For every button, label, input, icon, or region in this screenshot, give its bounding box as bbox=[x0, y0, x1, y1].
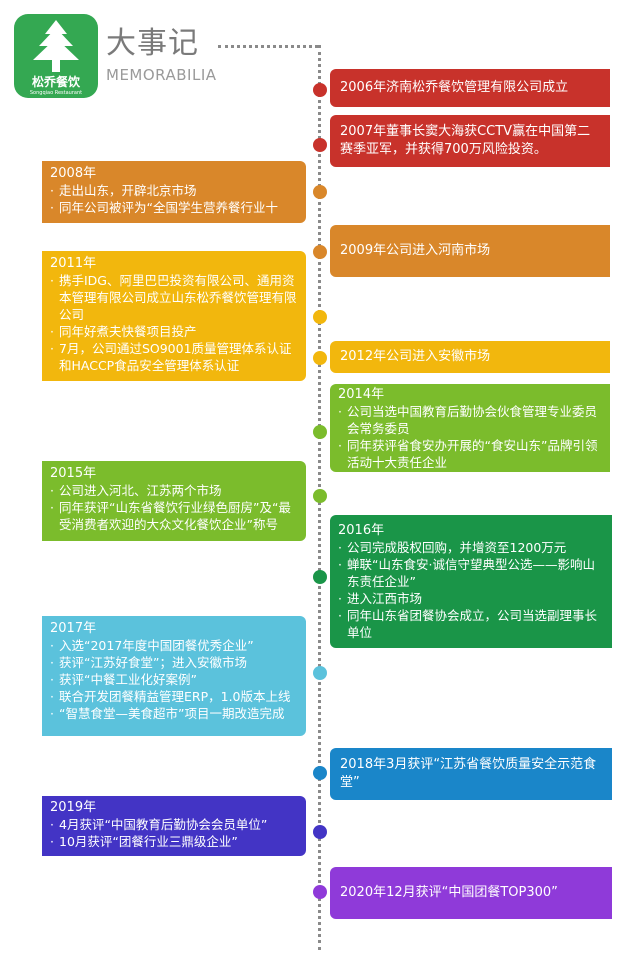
event-card-2020: 2020年12月获评“中国团餐TOP300” bbox=[330, 867, 612, 919]
timeline-dot-2011 bbox=[313, 310, 327, 324]
event-item: 同年获评省食安办开展的“食安山东”品牌引领活动十大责任企业 bbox=[338, 437, 602, 471]
event-card-2009: 2009年公司进入河南市场 bbox=[330, 225, 610, 277]
event-text: 2006年济南松乔餐饮管理有限公司成立 bbox=[340, 80, 569, 95]
event-item: 公司进入河北、江苏两个市场 bbox=[50, 482, 298, 499]
event-year: 2019年 bbox=[50, 800, 97, 815]
event-card-2015: 2015年 公司进入河北、江苏两个市场 同年获评“山东省餐饮行业绿色厨房”及“最… bbox=[42, 461, 306, 541]
timeline-dot-2017 bbox=[313, 666, 327, 680]
event-card-2018: 2018年3月获评“江苏省餐饮质量安全示范食堂” bbox=[330, 748, 612, 800]
event-item: 同年公司被评为“全国学生营养餐行业十 bbox=[50, 199, 298, 216]
event-text: 2012年公司进入安徽市场 bbox=[340, 349, 491, 364]
timeline-dot-2019 bbox=[313, 825, 327, 839]
event-text: 2009年公司进入河南市场 bbox=[340, 243, 491, 258]
event-item: 入选“2017年度中国团餐优秀企业” bbox=[50, 637, 298, 654]
event-item: “智慧食堂—美食超市”项目一期改造完成 bbox=[50, 705, 298, 722]
event-item: 联合开发团餐精益管理ERP，1.0版本上线 bbox=[50, 688, 298, 705]
event-item: 同年获评“山东省餐饮行业绿色厨房”及“最受消费者欢迎的大众文化餐饮企业”称号 bbox=[50, 499, 298, 533]
event-item: 携手IDG、阿里巴巴投资有限公司、通用资本管理有限公司成立山东松乔餐饮管理有限公… bbox=[50, 272, 298, 323]
event-item: 10月获评“团餐行业三鼎级企业” bbox=[50, 833, 298, 850]
event-item: 获评“江苏好食堂”；进入安徽市场 bbox=[50, 654, 298, 671]
event-item: 蝉联“山东食安·诚信守望典型公选——影响山东责任企业” bbox=[338, 556, 604, 590]
event-item: 4月获评“中国教育后勤协会会员单位” bbox=[50, 816, 298, 833]
event-item: 同年山东省团餐协会成立，公司当选副理事长单位 bbox=[338, 607, 604, 641]
event-year: 2016年 bbox=[338, 523, 385, 538]
company-logo: 松乔餐饮 Songqiao Restaurant bbox=[14, 14, 98, 98]
timeline-dot-2014 bbox=[313, 425, 327, 439]
event-card-2016: 2016年 公司完成股权回购，并增资至1200万元 蝉联“山东食安·诚信守望典型… bbox=[330, 515, 612, 648]
event-card-2019: 2019年 4月获评“中国教育后勤协会会员单位” 10月获评“团餐行业三鼎级企业… bbox=[42, 796, 306, 856]
page-title: 大事记 bbox=[106, 26, 199, 61]
timeline-dot-2006 bbox=[313, 83, 327, 97]
event-item: 同年好煮夫快餐项目投产 bbox=[50, 323, 298, 340]
event-text: 2018年3月获评“江苏省餐饮质量安全示范食堂” bbox=[340, 757, 597, 790]
event-text: 2007年董事长窦大海获CCTV赢在中国第二赛季亚军，并获得700万风险投资。 bbox=[340, 124, 591, 157]
event-item: 走出山东，开辟北京市场 bbox=[50, 182, 298, 199]
timeline-dot-2008 bbox=[313, 185, 327, 199]
event-card-2012: 2012年公司进入安徽市场 bbox=[330, 341, 610, 373]
event-card-2007: 2007年董事长窦大海获CCTV赢在中国第二赛季亚军，并获得700万风险投资。 bbox=[330, 115, 610, 167]
event-card-2008: 2008年 走出山东，开辟北京市场 同年公司被评为“全国学生营养餐行业十 bbox=[42, 161, 306, 223]
event-card-2006: 2006年济南松乔餐饮管理有限公司成立 bbox=[330, 69, 610, 107]
timeline-dot-2020 bbox=[313, 885, 327, 899]
timeline-dot-2009 bbox=[313, 245, 327, 259]
event-card-2014: 2014年 公司当选中国教育后勤协会伙食管理专业委员会常务委员 同年获评省食安办… bbox=[330, 384, 610, 472]
timeline-dot-2015 bbox=[313, 489, 327, 503]
event-year: 2014年 bbox=[338, 387, 385, 402]
timeline-dot-2012 bbox=[313, 351, 327, 365]
page-subtitle: MEMORABILIA bbox=[106, 66, 217, 84]
logo-brand-en: Songqiao Restaurant bbox=[29, 90, 83, 96]
pine-tree-icon bbox=[33, 20, 79, 72]
event-card-2017: 2017年 入选“2017年度中国团餐优秀企业” 获评“江苏好食堂”；进入安徽市… bbox=[42, 616, 306, 736]
timeline-dot-2016 bbox=[313, 570, 327, 584]
event-year: 2008年 bbox=[50, 166, 97, 181]
event-item: 7月，公司通过SO9001质量管理体系认证和HACCP食品安全管理体系认证 bbox=[50, 340, 298, 374]
event-year: 2011年 bbox=[50, 256, 97, 271]
event-text: 2020年12月获评“中国团餐TOP300” bbox=[340, 885, 558, 900]
event-item: 进入江西市场 bbox=[338, 590, 604, 607]
event-item: 公司完成股权回购，并增资至1200万元 bbox=[338, 539, 604, 556]
event-year: 2015年 bbox=[50, 466, 97, 481]
logo-brand-cn: 松乔餐饮 bbox=[31, 75, 80, 89]
event-item: 公司当选中国教育后勤协会伙食管理专业委员会常务委员 bbox=[338, 403, 602, 437]
timeline-dot-2007 bbox=[313, 138, 327, 152]
event-year: 2017年 bbox=[50, 621, 97, 636]
header-dotted-line bbox=[218, 45, 318, 48]
timeline-dot-2018 bbox=[313, 766, 327, 780]
event-item: 获评“中餐工业化好案例” bbox=[50, 671, 298, 688]
event-card-2011: 2011年 携手IDG、阿里巴巴投资有限公司、通用资本管理有限公司成立山东松乔餐… bbox=[42, 251, 306, 381]
